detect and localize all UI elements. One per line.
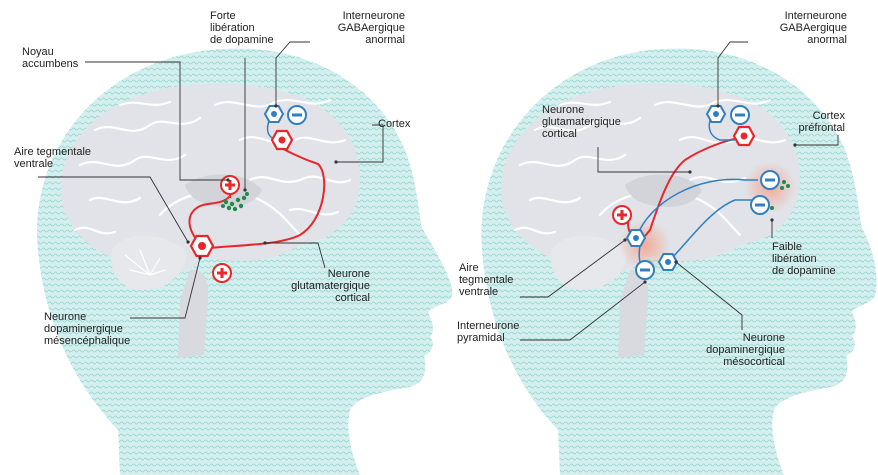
- label-line: Neurone: [742, 332, 785, 344]
- label-interneurone-gaba-right: Interneurone GABAergique anormal: [762, 10, 847, 46]
- right-gaba-interneuron: [705, 105, 727, 123]
- plus-icon: [212, 263, 232, 283]
- label-line: tegmentale: [459, 274, 514, 286]
- label-line: de dopamine: [772, 265, 836, 277]
- minus-icon: [635, 260, 655, 280]
- left-glutamate-path: [209, 147, 326, 249]
- label-line: Neurone: [44, 311, 87, 323]
- label-line: dopaminergique: [706, 344, 785, 356]
- label-forte-liberation: Forte libération de dopamine: [210, 10, 274, 46]
- left-leader-lines: [38, 41, 384, 319]
- right-dopamine-neuron: [657, 253, 679, 271]
- left-gaba-interneuron: [263, 105, 285, 123]
- minus-icon: [760, 170, 780, 190]
- label-line: accumbens: [22, 58, 79, 70]
- label-line: libération: [772, 253, 817, 265]
- label-line: anormal: [807, 34, 847, 46]
- left-glutamate-neuron: [270, 129, 294, 151]
- label-line: Aire: [459, 262, 479, 274]
- leader-dots: [186, 104, 338, 260]
- label-line: ventrale: [14, 158, 54, 170]
- label-line: glutamatergique: [291, 280, 370, 292]
- dopamine-dots: [770, 180, 790, 210]
- label-neurone-glutamatergique-left: Neurone glutamatergique cortical: [270, 268, 370, 304]
- label-cortex-prefrontal: Cortex préfrontal: [790, 110, 845, 134]
- label-line: GABAergique: [779, 22, 847, 34]
- label-line: Cortex: [378, 118, 411, 130]
- minus-icon: [287, 105, 307, 125]
- label-line: préfrontal: [798, 122, 845, 134]
- label-line: de dopamine: [210, 34, 274, 46]
- label-line: Interneurone: [457, 320, 520, 332]
- label-aire-tegmentale-right: Aire tegmentale ventrale: [459, 262, 513, 298]
- minus-icon: [730, 105, 750, 125]
- label-line: mésocortical: [723, 356, 785, 368]
- label-line: dopaminergique: [44, 323, 123, 335]
- label-line: Neurone: [327, 268, 370, 280]
- label-line: mésencéphalique: [44, 335, 131, 347]
- label-line: anormal: [365, 34, 405, 46]
- leader-dots: [623, 104, 797, 284]
- label-line: cortical: [335, 292, 370, 304]
- left-dopamine-neuron: [189, 234, 215, 258]
- label-line: libération: [210, 22, 255, 34]
- right-pyramidal-interneuron: [625, 229, 647, 247]
- label-interneurone-gaba-left: Interneurone GABAergique anormal: [320, 10, 405, 46]
- left-dopamine-path: [188, 195, 231, 246]
- label-line: Interneurone: [342, 10, 405, 22]
- label-line: Faible: [772, 241, 802, 253]
- right-glutamate-neuron: [732, 125, 756, 147]
- label-faible-liberation: Faible libération de dopamine: [772, 241, 836, 277]
- left-panel: [37, 41, 453, 475]
- plus-icon: [612, 205, 632, 225]
- label-line: Neurone: [542, 104, 585, 116]
- plus-icon: [220, 175, 240, 195]
- label-neurone-dopaminergique-right: Neurone dopaminergique mésocortical: [675, 332, 785, 368]
- right-leader-lines: [520, 41, 839, 341]
- label-line: Forte: [210, 10, 236, 22]
- label-line: Interneurone: [784, 10, 847, 22]
- label-line: Aire tegmentale: [14, 146, 92, 158]
- label-line: GABAergique: [337, 22, 405, 34]
- right-brain: [501, 83, 801, 358]
- minus-icon: [750, 195, 770, 215]
- label-interneurone-pyramidal: Interneurone pyramidal: [457, 320, 519, 344]
- label-neurone-glutamatergique-right: Neurone glutamatergique cortical: [542, 104, 621, 140]
- label-line: Noyau: [22, 46, 54, 58]
- label-line: Cortex: [812, 110, 845, 122]
- right-panel: [481, 41, 877, 475]
- label-cortex: Cortex: [378, 118, 410, 130]
- label-line: cortical: [542, 128, 577, 140]
- label-neurone-dopaminergique-left: Neurone dopaminergique mésencéphalique: [44, 311, 130, 347]
- label-line: glutamatergique: [542, 116, 621, 128]
- label-line: pyramidal: [457, 332, 505, 344]
- label-noyau-accumbens: Noyau accumbens: [22, 46, 78, 70]
- dopamine-dots: [221, 192, 249, 212]
- label-aire-tegmentale-left: Aire tegmentale ventrale: [14, 146, 91, 170]
- label-line: ventrale: [459, 286, 499, 298]
